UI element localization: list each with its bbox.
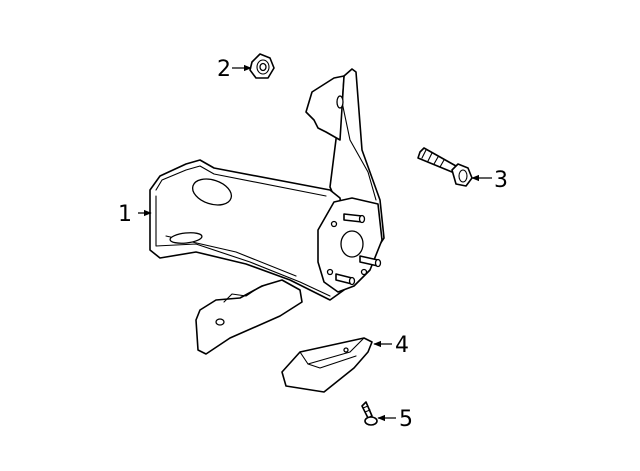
callout-2: 2 [217,57,231,82]
bracket-part-1 [149,68,385,355]
callout-3: 3 [494,168,508,193]
bolt-part-3 [417,147,473,187]
callout-5: 5 [399,407,413,432]
screw-part-5 [361,401,378,426]
pad-part-4 [281,337,373,393]
nut-part-2 [249,53,275,79]
callout-1: 1 [118,202,132,227]
callout-4: 4 [395,333,409,358]
